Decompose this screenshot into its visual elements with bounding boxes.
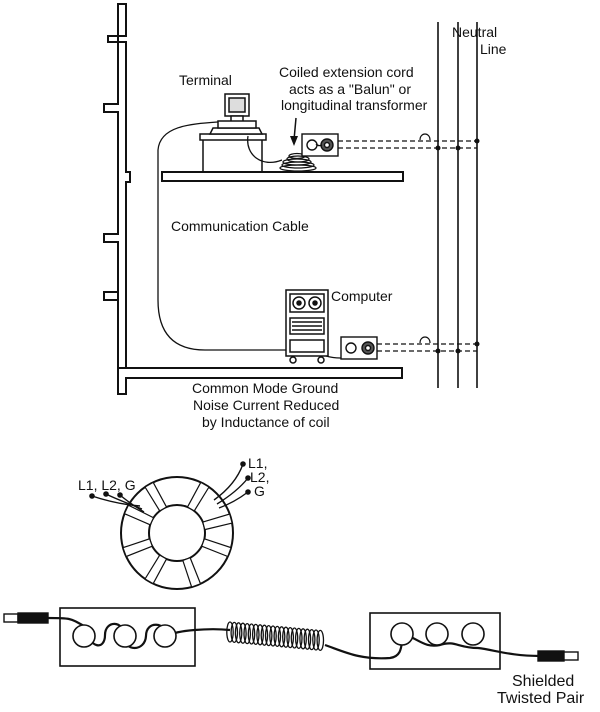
toroid-winding-band <box>186 481 210 512</box>
power-lines <box>437 22 478 388</box>
coil-turn <box>269 625 277 647</box>
toroid-winding-band <box>200 538 232 558</box>
coil-turn <box>247 623 256 645</box>
lower-junction-dots <box>435 341 480 354</box>
coil-turn <box>277 626 286 648</box>
shielded-label-top: Shielded <box>512 673 574 690</box>
svg-text:acts as a "Balun" or: acts as a "Balun" or <box>289 81 411 97</box>
computer-label: Computer <box>331 288 393 304</box>
coil-turn <box>294 627 303 650</box>
coil-turn <box>264 624 273 647</box>
terminal-power-cord <box>247 135 283 163</box>
lower-floor <box>117 367 403 395</box>
right-connector <box>537 650 579 662</box>
building-wall <box>103 3 131 381</box>
coil-turn <box>273 625 282 648</box>
toroid-winding-band <box>144 554 168 585</box>
communication-cable <box>157 121 292 351</box>
toroid-winding-band <box>144 481 168 512</box>
coil-turn <box>230 621 239 644</box>
coil-turn <box>299 628 307 650</box>
coil-turn <box>316 629 325 652</box>
upper-junction-dots <box>435 138 480 151</box>
upper-floor <box>161 171 404 182</box>
communication-cable-label: Communication Cable <box>171 218 309 234</box>
coil-turn <box>243 622 252 645</box>
svg-text:Common Mode Ground: Common Mode Ground <box>192 380 338 396</box>
right-box-loops <box>390 622 485 646</box>
coil-turn <box>239 622 247 644</box>
svg-text:Noise Current Reduced: Noise Current Reduced <box>193 397 339 413</box>
toroid-winding-band <box>122 538 154 558</box>
neutral-label: Neutral <box>452 24 497 40</box>
toroid-windings <box>122 481 233 588</box>
coil-turn <box>307 628 316 651</box>
svg-text:Coiled extension cord: Coiled extension cord <box>279 64 414 80</box>
line-label: Line <box>480 41 507 57</box>
terminal-illustration <box>199 93 267 172</box>
middle-coil <box>226 621 325 652</box>
lower-outlet <box>340 336 378 360</box>
toroid-winding-band <box>202 513 233 531</box>
coil-callout-text: Coiled extension cord acts as a "Balun" … <box>279 64 428 113</box>
coil-turn <box>290 627 299 649</box>
coil-turn <box>312 629 320 651</box>
coil-turn <box>286 626 295 649</box>
coil-turn <box>226 621 234 643</box>
upper-dashed-feeds <box>338 140 477 149</box>
svg-text:by Inductance of coil: by Inductance of coil <box>202 414 330 430</box>
toroid-right-label-2: L2, <box>250 469 269 485</box>
left-connector <box>3 612 49 624</box>
coil-turn <box>303 628 312 650</box>
middle-to-right-cable <box>324 632 541 660</box>
coil-turn <box>234 622 243 644</box>
toroid-core <box>120 476 234 590</box>
toroid-lead-dots <box>89 461 251 499</box>
coil-turn <box>282 626 290 648</box>
coil-turn <box>260 624 269 646</box>
left-box-loops <box>72 624 177 648</box>
lower-dashed-feeds <box>377 343 477 352</box>
svg-text:longitudinal transformer: longitudinal transformer <box>281 97 428 113</box>
coil-turn <box>256 624 264 646</box>
toroid-left-label: L1, L2, G <box>78 477 136 493</box>
toroid-winding-band <box>182 556 202 588</box>
coil-turn <box>251 623 260 646</box>
toroid-right-label-1: L1, <box>248 455 267 471</box>
shielded-label: Twisted Pair <box>497 690 585 707</box>
noise-caption: Common Mode Ground Noise Current Reduced… <box>192 380 339 430</box>
terminal-label: Terminal <box>179 72 232 88</box>
computer-illustration <box>285 289 329 364</box>
toroid-right-label-3: G <box>254 483 265 499</box>
